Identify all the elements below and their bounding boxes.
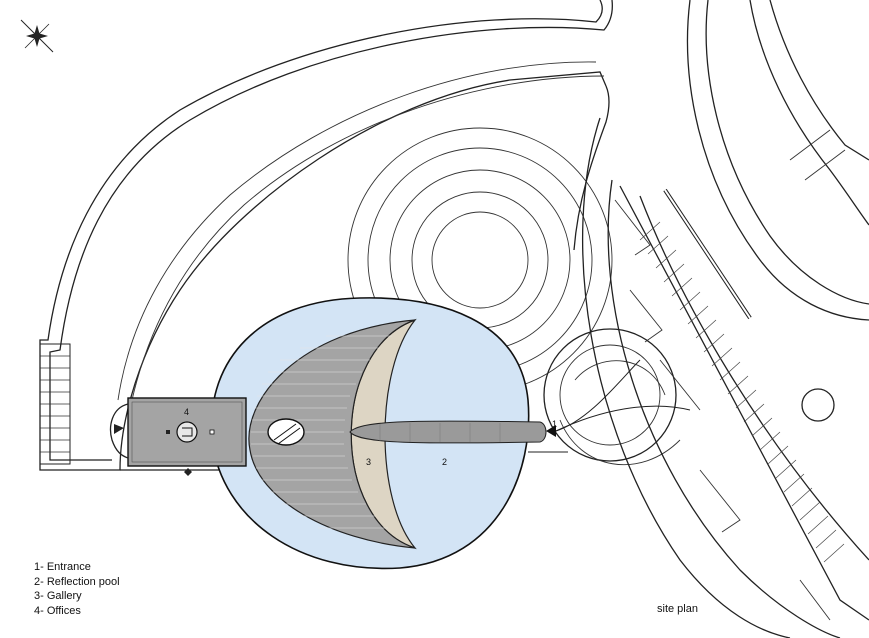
entrance-arrow-icon [546,359,691,437]
drawing-caption: site plan [657,603,698,615]
label-gallery: 3 [366,457,371,467]
label-offices: 4 [184,407,189,417]
adjacent-building [663,0,869,422]
gallery-roof [248,319,416,549]
legend-item-entrance: 1- Entrance [34,561,91,573]
label-pool: 2 [442,457,447,467]
compass-rose-icon [20,19,54,53]
entrance-walkway [349,420,568,453]
legend-item-gallery: 3- Gallery [34,590,82,602]
offices-block [109,397,247,476]
inner-band-arc [117,61,605,401]
legend-item-offices: 4- Offices [34,604,81,617]
stair-icon [39,343,71,465]
legend: 1- Entrance 2- Reflection pool 3- Galler… [34,560,120,618]
legend-item-reflection-pool: 2- Reflection pool [34,575,120,588]
label-entrance: 1 [552,419,557,429]
entrance-plaza [543,328,681,466]
outer-arc-path [39,0,613,471]
parking-road [582,117,869,638]
